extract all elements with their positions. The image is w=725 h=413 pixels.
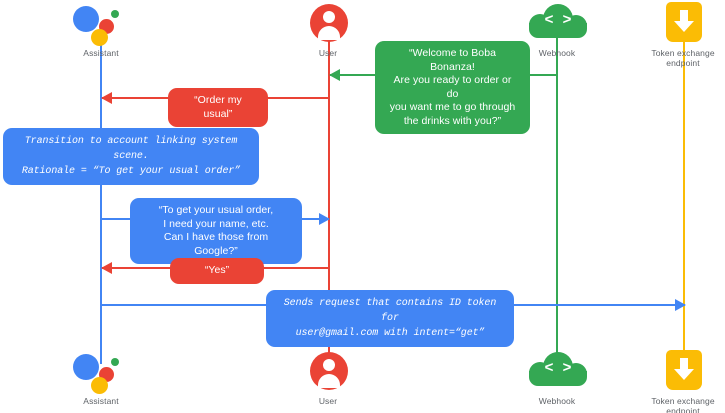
webhook-icon-wrap-bottom: < > [497, 350, 617, 394]
actor-label-token: Token exchange endpoint [651, 48, 715, 68]
message-bubble-yes: “Yes” [170, 258, 264, 284]
code-brackets-glyph: < > [544, 12, 572, 29]
message-bubble-sends-request: Sends request that contains ID token for… [266, 290, 514, 347]
actor-label-webhook: Webhook [538, 48, 576, 58]
download-arrow-head [674, 21, 694, 32]
user-avatar-icon [310, 4, 348, 42]
lifeline-user [328, 34, 330, 364]
google-assistant-icon [41, 2, 161, 46]
arrow-head [101, 262, 112, 274]
actor-token-top[interactable]: Token exchange endpoint [623, 2, 725, 68]
actor-token-bottom[interactable]: Token exchange endpoint [623, 350, 725, 413]
lifeline-webhook [556, 34, 558, 364]
assistant-icon-wrap-bottom [41, 350, 161, 394]
user-avatar-icon [310, 352, 348, 390]
lifeline-token [683, 34, 685, 364]
user-icon-wrap [268, 2, 388, 46]
user-body-shape [318, 26, 340, 40]
code-brackets-glyph: < > [544, 360, 572, 377]
download-endpoint-icon [666, 2, 702, 42]
actor-webhook-top[interactable]: < > Webhook [497, 2, 617, 58]
arrow-head [101, 92, 112, 104]
token-icon-wrap [623, 2, 725, 46]
assistant-dot-blue [73, 354, 99, 380]
system-note-transition: Transition to account linking system sce… [3, 128, 259, 185]
user-head-shape [323, 11, 335, 23]
actor-label-assistant: Assistant [83, 48, 119, 58]
actor-assistant-top[interactable]: Assistant [41, 2, 161, 58]
actor-user-bottom[interactable]: User [268, 350, 388, 406]
cloud-base [529, 371, 587, 386]
download-arrow-stem [680, 10, 688, 23]
actor-assistant-bottom[interactable]: Assistant [41, 350, 161, 406]
arrow-head [319, 213, 330, 225]
assistant-dot-yellow [91, 29, 108, 46]
cloud-base [529, 23, 587, 38]
arrow-head [329, 69, 340, 81]
lifeline-assistant [100, 34, 102, 364]
user-head-shape [323, 359, 335, 371]
assistant-dot-green [111, 10, 119, 18]
message-bubble-welcome: “Welcome to Boba Bonanza! Are you ready … [375, 41, 530, 134]
actor-label-webhook: Webhook [538, 396, 576, 406]
assistant-dot-green [111, 358, 119, 366]
actor-label-token: Token exchange endpoint [651, 396, 715, 413]
assistant-dot-yellow [91, 377, 108, 394]
assistant-dot-blue [73, 6, 99, 32]
token-icon-wrap-bottom [623, 350, 725, 394]
cloud-code-icon: < > [527, 4, 589, 44]
actor-label-assistant: Assistant [83, 396, 119, 406]
user-body-shape [318, 374, 340, 388]
actor-label-user: User [318, 396, 338, 406]
arrow-head [675, 299, 686, 311]
download-endpoint-icon [666, 350, 702, 390]
actor-label-user: User [318, 48, 338, 58]
actor-webhook-bottom[interactable]: < > Webhook [497, 350, 617, 406]
user-icon-wrap-bottom [268, 350, 388, 394]
webhook-drop-connector [556, 62, 558, 76]
download-arrow-stem [680, 358, 688, 371]
google-assistant-icon [41, 350, 161, 394]
actor-user-top[interactable]: User [268, 2, 388, 58]
message-bubble-need-your-name: “To get your usual order, I need your na… [130, 198, 302, 264]
webhook-icon-wrap: < > [497, 2, 617, 46]
assistant-icon-wrap [41, 2, 161, 46]
cloud-code-icon: < > [527, 352, 589, 392]
message-bubble-order-my-usual: “Order my usual” [168, 88, 268, 127]
download-arrow-head [674, 369, 694, 380]
